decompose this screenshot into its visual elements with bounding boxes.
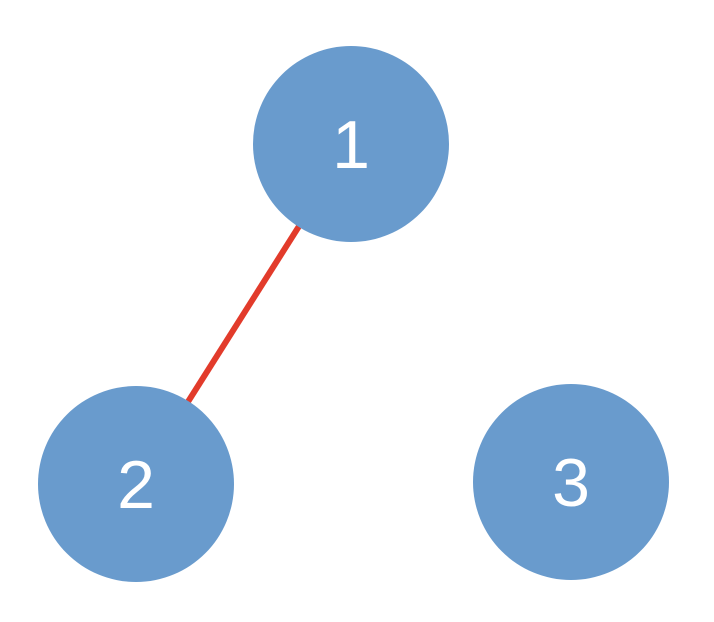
node-circle-1[interactable] bbox=[253, 46, 449, 242]
node-label-2: 2 bbox=[117, 447, 155, 523]
node-circle-2[interactable] bbox=[38, 386, 234, 582]
node-label-1: 1 bbox=[332, 107, 370, 183]
node-label-3: 3 bbox=[552, 445, 590, 521]
node-3[interactable]: 3 bbox=[473, 384, 669, 580]
node-1[interactable]: 1 bbox=[253, 46, 449, 242]
node-circle-3[interactable] bbox=[473, 384, 669, 580]
node-2[interactable]: 2 bbox=[38, 386, 234, 582]
nodes-layer: 1 2 3 bbox=[38, 46, 669, 582]
